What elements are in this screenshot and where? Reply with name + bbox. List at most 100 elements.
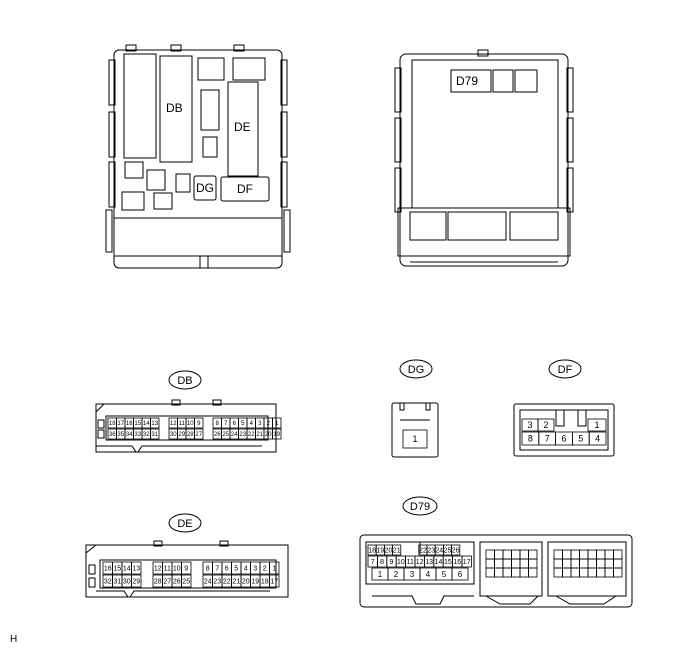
d79-pin-2: 2 (394, 570, 399, 579)
d79-pin-13: 13 (425, 559, 433, 566)
db-pin-5: 5 (241, 421, 245, 427)
d79-pin-11: 11 (407, 559, 414, 566)
db-pin-32: 32 (143, 432, 150, 438)
d79-pin-6: 6 (458, 570, 463, 579)
d79-right-cavity (613, 549, 623, 560)
d79-pin-1: 1 (378, 570, 383, 579)
db-pin-29: 29 (178, 432, 185, 438)
tag-oval-de (168, 513, 202, 533)
de-pin-9-cell (181, 561, 192, 575)
connector-db-outline (95, 399, 277, 453)
d79-right-cavity (570, 558, 580, 569)
d79-mid-cavity (494, 567, 504, 578)
de-pin-11: 11 (164, 566, 171, 573)
de-pin-17-cell (269, 574, 280, 588)
de-pin-8: 8 (206, 566, 210, 573)
db-pin-23: 23 (239, 432, 246, 438)
d79-pin-17: 17 (463, 559, 471, 566)
db-pin-24: 24 (231, 432, 238, 438)
db-pin-27-cell (194, 428, 204, 440)
db-pin-30: 30 (170, 432, 177, 438)
tag-de: DE (177, 518, 192, 530)
d79-pin-9: 9 (390, 559, 394, 566)
d79-pin-10: 10 (397, 559, 405, 566)
d79-right-cavity (562, 558, 572, 569)
de-pin-24: 24 (204, 579, 212, 586)
de-pin-4: 4 (244, 566, 248, 573)
db-pin-14: 14 (143, 421, 150, 427)
db-pin-26: 26 (214, 432, 221, 438)
d79-right-cavity (604, 567, 614, 578)
de-pin-29-cell (131, 574, 142, 588)
d79-mid-cavity (485, 567, 495, 578)
db-pin-35: 35 (117, 432, 124, 438)
label-de-front: DE (234, 120, 251, 134)
tag-db: DB (177, 375, 192, 387)
d79-pin-22: 22 (419, 548, 427, 555)
d79-right-cavity (596, 558, 606, 569)
db-pin-1: 1 (275, 421, 279, 427)
d79-pin-18: 18 (368, 548, 376, 555)
d79-pin-15: 15 (444, 559, 452, 566)
d79-right-cavity (579, 549, 589, 560)
de-pin-31: 31 (113, 579, 121, 586)
d79-pin-12: 12 (416, 559, 424, 566)
connector-dg-outline (391, 402, 439, 458)
d79-right-cavity (613, 558, 623, 569)
junction-block-front-view (105, 44, 291, 269)
d79-mid-cavity (528, 558, 538, 569)
df-pin-1-cell (587, 418, 607, 432)
tag-oval-db (168, 370, 202, 390)
db-pin-9: 9 (197, 421, 201, 427)
d79-right-cavity (553, 567, 563, 578)
db-pin-3: 3 (258, 421, 262, 427)
d79-pin-23: 23 (427, 548, 435, 555)
de-pin-13-cell (131, 561, 142, 575)
d79-right-cavity (587, 567, 597, 578)
db-pin-8: 8 (216, 421, 220, 427)
d79-mid-cavity (528, 549, 538, 560)
d79-mid-cavity (502, 549, 512, 560)
d79-pin-26-cell (451, 544, 461, 556)
d79-right-cavity (596, 567, 606, 578)
tag-dg: DG (408, 364, 425, 376)
de-pin-27: 27 (163, 579, 171, 586)
db-pin-19: 19 (273, 432, 280, 438)
de-pin-26: 26 (173, 579, 181, 586)
db-pin-20: 20 (265, 432, 272, 438)
d79-right-cavity (570, 549, 580, 560)
d79-pin-4: 4 (426, 570, 431, 579)
footer-code: H (10, 634, 18, 645)
d79-mid-cavity (511, 549, 521, 560)
de-pin-2: 2 (263, 566, 267, 573)
label-db-front: DB (166, 101, 183, 115)
de-pin-23: 23 (213, 579, 221, 586)
de-pin-21: 21 (232, 579, 240, 586)
d79-pin-20: 20 (385, 548, 393, 555)
db-pin-34: 34 (126, 432, 133, 438)
tag-df: DF (558, 364, 573, 376)
label-df-front: DF (237, 182, 253, 196)
de-pin-9: 9 (184, 566, 188, 573)
front-view-labels: DB DE DG DF (166, 101, 253, 196)
d79-mid-cavity (502, 567, 512, 578)
db-pin-13-cell (150, 417, 160, 429)
db-pin-12: 12 (170, 421, 177, 427)
db-pin-6: 6 (233, 421, 237, 427)
dg-pin-1-cell (402, 429, 428, 449)
de-pin-10: 10 (173, 566, 181, 573)
d79-pin-21: 21 (393, 548, 401, 555)
de-pin-16: 16 (104, 566, 112, 573)
de-pin-19: 19 (251, 579, 259, 586)
d79-right-cavity (553, 549, 563, 560)
d79-mid-cavity (511, 558, 521, 569)
connector-tag-text: DB DG DF DE D79 (177, 364, 572, 530)
connector-df-outline (513, 403, 615, 457)
d79-pin-8: 8 (380, 559, 384, 566)
d79-right-cavity (579, 558, 589, 569)
db-pin-13: 13 (151, 421, 158, 427)
d79-mid-cavity (485, 558, 495, 569)
db-pin-21: 21 (256, 432, 263, 438)
